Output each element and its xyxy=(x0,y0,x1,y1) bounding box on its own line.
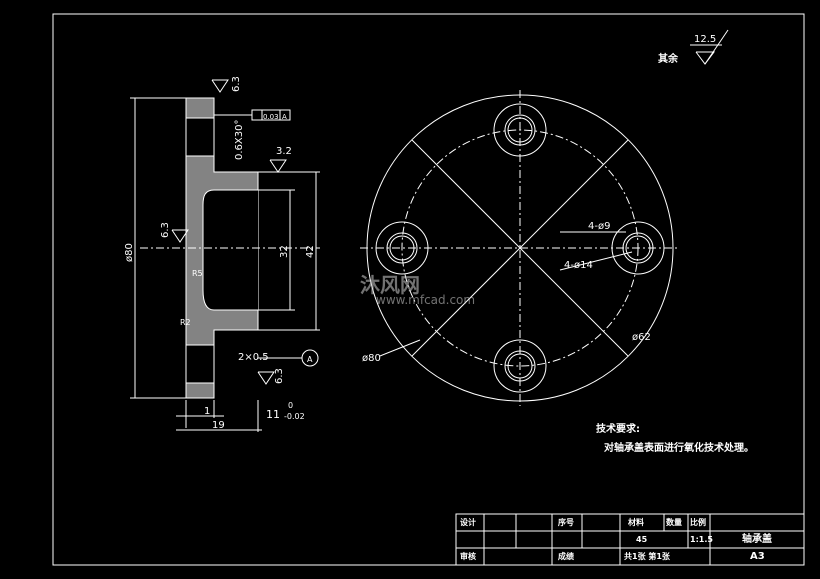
section-view xyxy=(130,79,320,432)
chamfer-callout: 0.6X30° xyxy=(234,120,245,160)
roughness-right: 6.3 xyxy=(274,368,285,384)
general-roughness-value: 12.5 xyxy=(694,34,716,45)
tb-sheet-info: 共1张 第1张 xyxy=(624,551,671,561)
tb-qty-label: 数量 xyxy=(666,517,682,527)
dim-flange-upper: 0 xyxy=(288,401,293,410)
tb-reviewer: 审核 xyxy=(460,551,476,561)
tb-scale: 1:1.5 xyxy=(690,535,713,544)
tb-part-name: 轴承盖 xyxy=(742,532,772,545)
plan-outer-dia: ø80 xyxy=(362,353,381,364)
dim-flange-lower: -0.02 xyxy=(284,412,305,421)
tb-material-label: 材料 xyxy=(628,517,644,527)
dim-counterbore: 42 xyxy=(305,245,316,258)
tb-scale-label: 比例 xyxy=(690,517,706,527)
title-block xyxy=(455,513,805,566)
bolt-hole-top xyxy=(493,103,547,157)
watermark-url: www.mfcad.com xyxy=(376,293,475,307)
roughness-top: 6.3 xyxy=(231,76,242,92)
general-roughness: 其余 12.5 xyxy=(658,29,729,65)
tb-signature: 成绩 xyxy=(558,551,574,561)
flatness-datum: A xyxy=(282,113,287,121)
watermark-text: 沐风网 xyxy=(360,273,420,297)
datum-a-label: A xyxy=(307,355,313,364)
sheet-border xyxy=(52,13,805,566)
tb-paper: A3 xyxy=(750,551,765,562)
bolt-hole-left xyxy=(375,221,429,275)
tech-req-title: 技术要求: xyxy=(596,422,640,435)
roughness-bore: 3.2 xyxy=(276,146,292,157)
dim-step: 1 xyxy=(204,406,210,417)
general-roughness-label: 其余 xyxy=(658,52,679,65)
tech-req-line1: 对轴承盖表面进行氧化技术处理。 xyxy=(604,441,754,454)
dim-length: 19 xyxy=(212,420,225,431)
plan-view xyxy=(360,90,680,406)
dim-chamfer: 2×0.5 xyxy=(238,352,269,363)
plan-pcd: ø62 xyxy=(632,332,651,343)
bolt-hole-bottom xyxy=(493,339,547,393)
plan-hole-dia: 4-ø9 xyxy=(588,221,610,232)
dim-rad: R5 xyxy=(192,269,203,278)
plan-counterbore-dia: 4-ø14 xyxy=(564,260,593,271)
tb-material: 45 xyxy=(636,535,648,544)
watermark: 沐风网 www.mfcad.com xyxy=(360,273,475,307)
tb-seq: 序号 xyxy=(558,517,574,527)
dim-outer-dia: ø80 xyxy=(124,243,135,262)
dim-bore: 32 xyxy=(279,245,290,258)
flatness-value: 0.03 xyxy=(263,113,279,121)
dim-wall: R2 xyxy=(180,318,191,327)
bolt-hole-right xyxy=(611,221,665,275)
tb-designer: 设计 xyxy=(460,517,476,527)
roughness-left: 6.3 xyxy=(160,222,171,238)
dim-flange-base: 11 xyxy=(266,408,280,421)
